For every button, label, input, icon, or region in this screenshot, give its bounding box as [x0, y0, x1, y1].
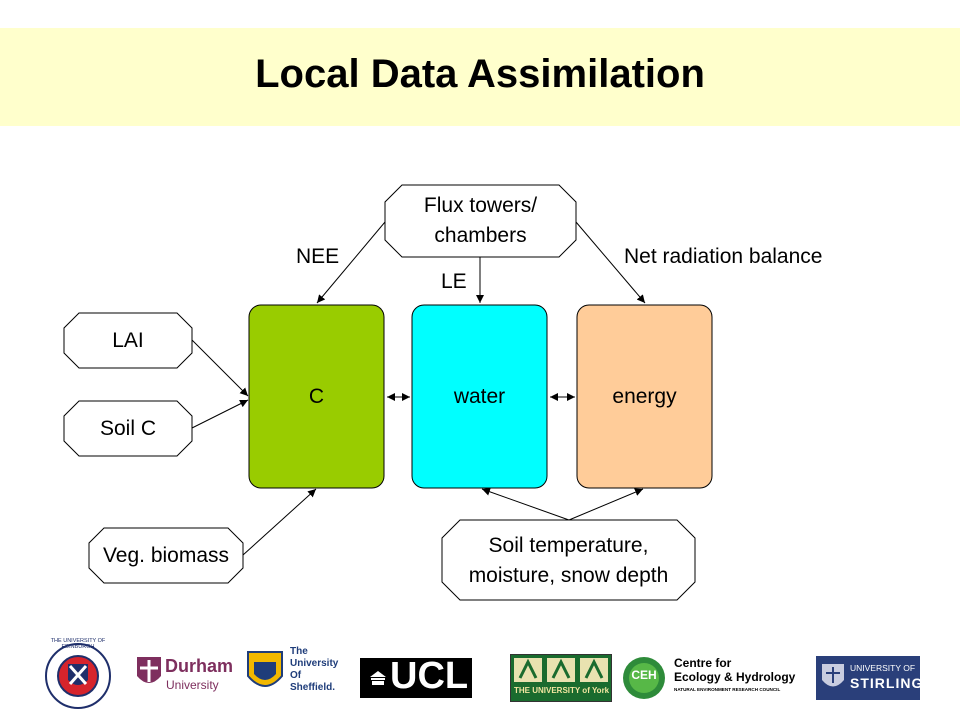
sheffield-crest-icon [247, 651, 283, 687]
ucl-portico-icon [370, 671, 386, 685]
veg-biomass-node [88, 527, 244, 584]
ucl-logo: UCL [360, 655, 472, 698]
arrow-flux-to-carbon [316, 221, 386, 304]
durham-crest-icon [137, 657, 161, 683]
partner-logos: THE UNIVERSITY OF EDINBURGH Durham Unive… [0, 638, 960, 715]
water-box [411, 304, 548, 489]
arrow-lai-to-carbon [191, 339, 249, 397]
le-label: LE [441, 270, 467, 293]
stirling-logo: UNIVERSITY OF STIRLING [816, 656, 924, 700]
flux-node [384, 184, 577, 258]
arrow-soiltemp-to-energy [568, 488, 644, 521]
durham-name: Durham [165, 656, 234, 676]
ucl-text: UCL [390, 655, 469, 697]
stirling-crest-icon [822, 664, 844, 687]
title-banner [0, 28, 960, 126]
veg-biomass-label: Veg. biomass [102, 544, 230, 567]
carbon-label: C [308, 385, 325, 408]
arrow-soiltemp-to-water [481, 487, 570, 521]
edinburgh-logo: THE UNIVERSITY OF EDINBURGH [44, 638, 112, 710]
ceh-logo: CEH Centre for Ecology & Hydrology NATUR… [622, 654, 812, 702]
edinburgh-text: THE UNIVERSITY OF EDINBURGH [50, 638, 106, 650]
sheffield-text: The University Of Sheffield. [290, 646, 339, 693]
stirling-top: UNIVERSITY OF [850, 663, 916, 673]
durham-sub: University [166, 678, 219, 692]
nee-label: NEE [296, 245, 340, 268]
energy-label: energy [612, 385, 677, 408]
arrow-veg-to-carbon [242, 488, 317, 556]
york-crest-icon [514, 658, 608, 682]
lai-label: LAI [112, 329, 144, 352]
water-label: water [453, 385, 506, 408]
page-title: Local Data Assimilation [255, 52, 705, 96]
york-text: THE UNIVERSITY of York [514, 686, 610, 695]
flux-label: Flux towers/ chambers [423, 194, 538, 247]
ceh-sub: NATURAL ENVIRONMENT RESEARCH COUNCIL [674, 687, 781, 692]
ceh-badge-icon [623, 657, 665, 699]
arrow-flux-to-energy [575, 221, 646, 304]
edinburgh-crest-icon [45, 643, 111, 709]
soil-temp-node [441, 519, 696, 601]
durham-logo: Durham University [136, 654, 233, 698]
carbon-box [248, 304, 385, 489]
ceh-badge-text: CEH [631, 668, 657, 682]
energy-box [576, 304, 713, 489]
ceh-name: Centre for Ecology & Hydrology [674, 656, 796, 684]
arrow-soilc-to-carbon [191, 399, 249, 429]
lai-node [63, 312, 193, 369]
stirling-name: STIRLING [850, 675, 924, 691]
soil-c-node [63, 400, 193, 457]
soil-c-label: Soil C [99, 417, 157, 440]
york-logo: THE UNIVERSITY of York [510, 654, 612, 702]
soil-temp-label: Soil temperature, moisture, snow depth [468, 534, 669, 587]
net-radiation-label: Net radiation balance [624, 245, 823, 268]
sheffield-logo: The University Of Sheffield. [246, 644, 346, 708]
